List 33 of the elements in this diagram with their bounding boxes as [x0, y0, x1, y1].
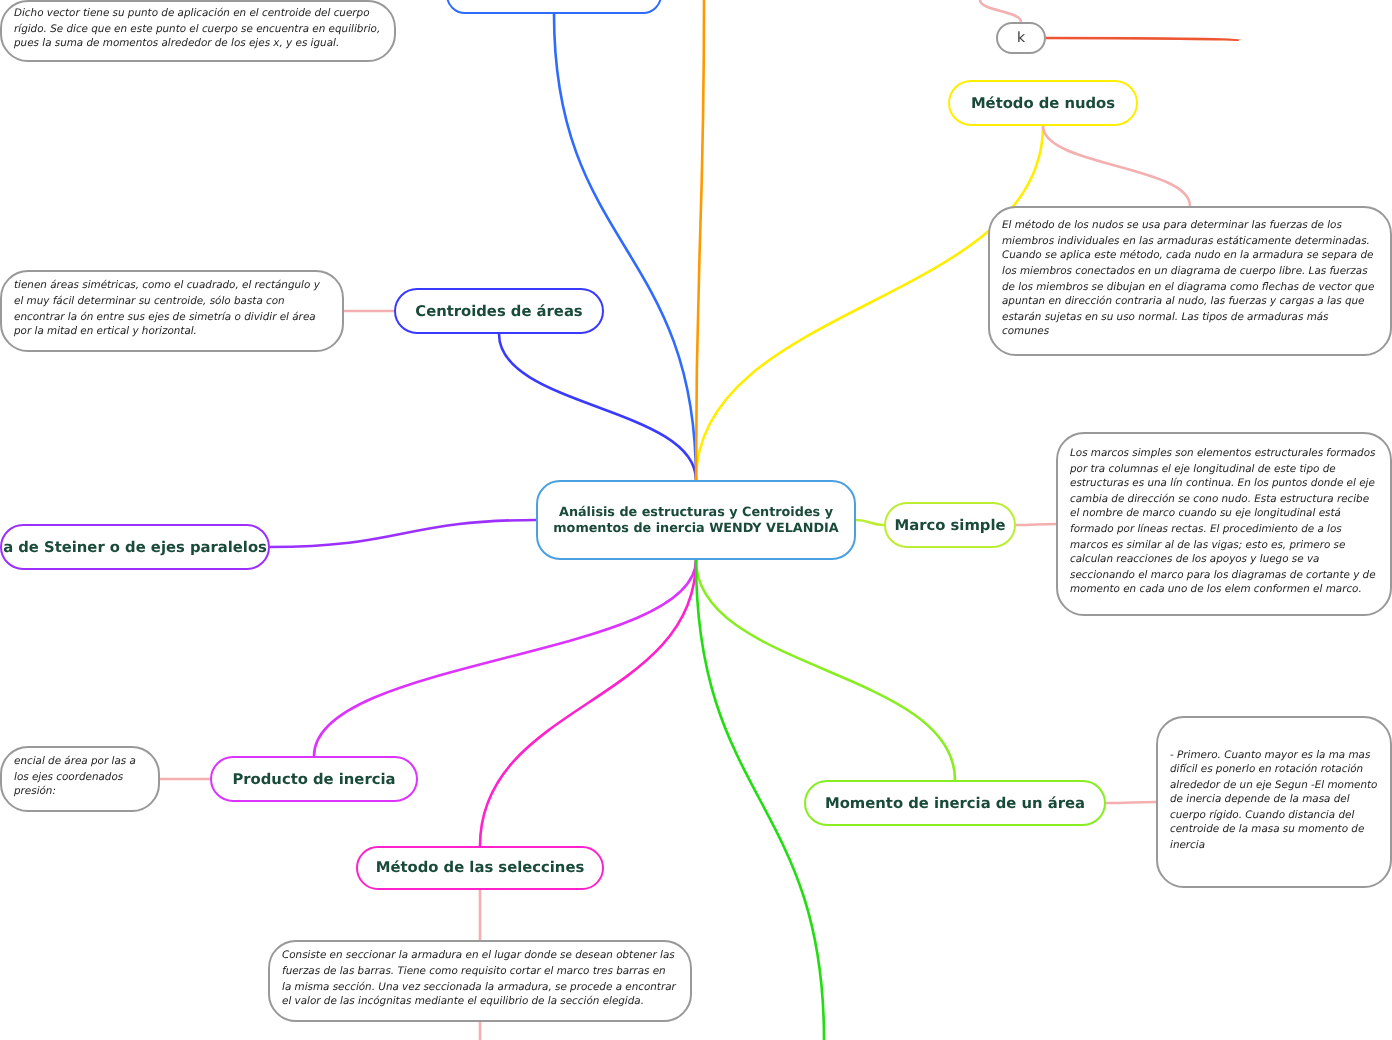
topic-box [0, 524, 270, 570]
connector-line [694, 125, 1045, 481]
topic-box [210, 756, 418, 802]
central-topic [536, 480, 856, 560]
topic-box [948, 80, 1138, 126]
connector-line [978, 0, 1023, 23]
topic-box [884, 502, 1016, 548]
note-box [0, 270, 344, 352]
connector-line [478, 890, 482, 940]
note-box [268, 940, 692, 1022]
topic-box [394, 288, 604, 334]
connector-line [694, 559, 957, 781]
note-box [988, 206, 1392, 356]
connector-line [160, 777, 210, 781]
topic-box [804, 780, 1106, 826]
connector-line [855, 518, 885, 527]
connector-line [269, 518, 537, 549]
connector-line [1041, 125, 1192, 207]
note-box [1156, 716, 1392, 888]
note-box [0, 746, 160, 812]
note-box [0, 0, 396, 62]
connector-line [312, 559, 698, 757]
small-box [996, 22, 1046, 54]
connector-line [344, 309, 394, 313]
note-box [1056, 432, 1392, 616]
connector-line [694, 559, 826, 1040]
connector-line [478, 559, 698, 847]
connector-line [1046, 36, 1241, 42]
connector-line [694, 0, 706, 480]
connector-line [1016, 522, 1056, 527]
topic-box [356, 846, 604, 890]
connector-line [497, 333, 698, 481]
connector-line [1106, 800, 1156, 805]
